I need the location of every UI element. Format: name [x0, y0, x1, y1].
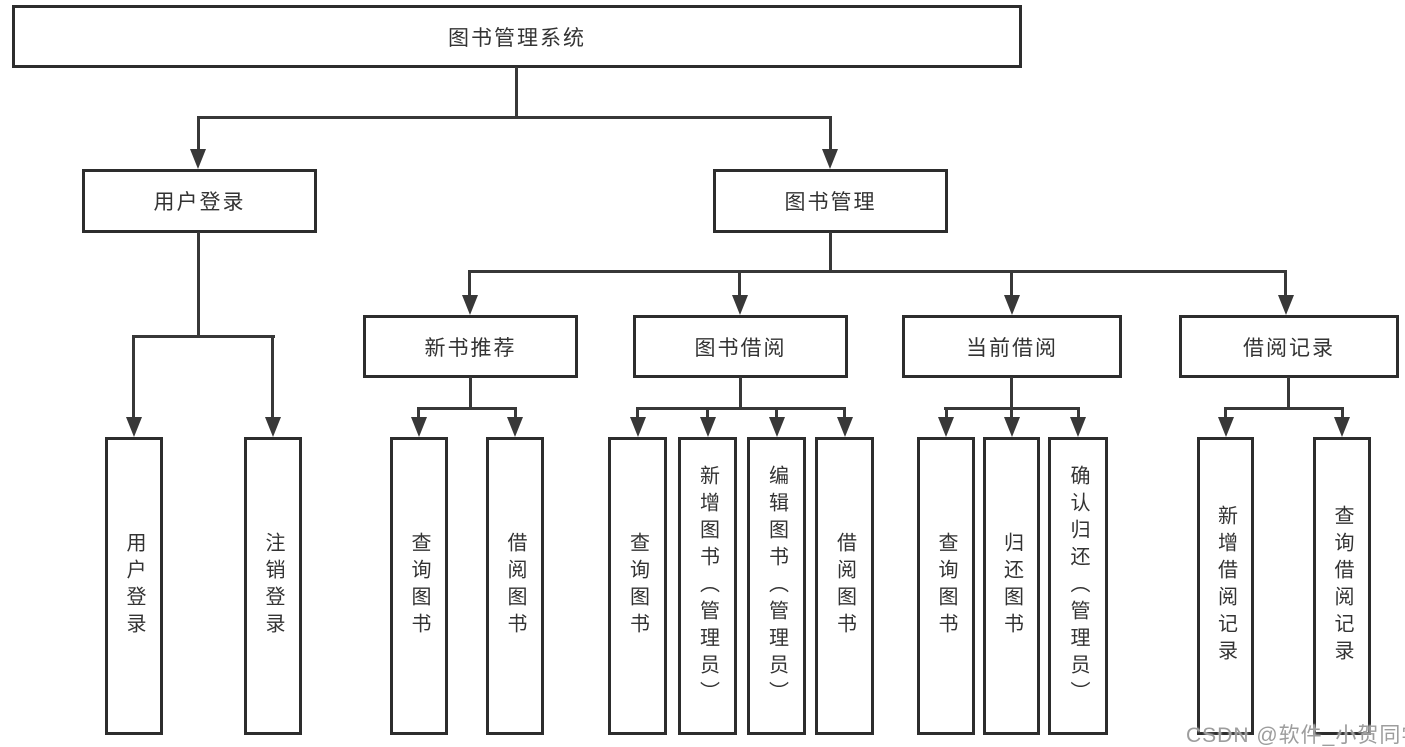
csdn-watermark: CSDN @软件_小贺同学 — [1186, 724, 1405, 747]
leaf-add-book-admin: 新增图书（管理员） — [678, 437, 737, 735]
leaf-return-books: 归还图书 — [983, 437, 1040, 735]
connector-line — [1010, 407, 1013, 421]
leaf-query-books-current: 查询图书 — [917, 437, 975, 735]
leaf-label: 新增借阅记录 — [1214, 505, 1237, 667]
arrow-down-icon — [769, 417, 785, 437]
connector-line — [197, 116, 832, 119]
leaf-query-books-borrowing: 查询图书 — [608, 437, 667, 735]
leaf-label: 借阅图书 — [833, 532, 856, 640]
arrow-down-icon — [630, 417, 646, 437]
leaf-label: 借阅图书 — [504, 532, 526, 640]
node-borrowing-records: 借阅记录 — [1179, 315, 1399, 378]
leaf-query-books-recommend: 查询图书 — [390, 437, 448, 735]
leaf-label: 查询图书 — [935, 532, 957, 640]
connector-line — [945, 407, 948, 421]
connector-line — [468, 270, 1287, 273]
leaf-label: 用户登录 — [123, 532, 145, 640]
arrow-down-icon — [1218, 417, 1234, 437]
arrow-down-icon — [732, 295, 748, 315]
leaf-user-login: 用户登录 — [105, 437, 163, 735]
leaf-label: 注销登录 — [262, 532, 284, 640]
connector-line — [636, 407, 639, 421]
connector-line — [706, 407, 709, 421]
connector-line — [417, 407, 517, 410]
arrow-down-icon — [837, 417, 853, 437]
leaf-edit-book-admin: 编辑图书（管理员） — [747, 437, 806, 735]
arrow-down-icon — [938, 417, 954, 437]
connector-line — [829, 232, 832, 272]
node-label: 新书推荐 — [424, 336, 517, 360]
node-label: 借阅记录 — [1243, 336, 1335, 360]
connector-line — [1224, 407, 1344, 410]
leaf-label: 查询借阅记录 — [1331, 505, 1353, 667]
connector-line — [739, 377, 742, 409]
connector-line — [132, 335, 275, 338]
arrow-down-icon — [1004, 295, 1020, 315]
node-label: 图书管理系统 — [448, 26, 586, 50]
node-new-book-recommend: 新书推荐 — [363, 315, 578, 378]
node-library-management-system: 图书管理系统 — [12, 5, 1022, 68]
connector-line — [271, 335, 274, 420]
connector-line — [829, 116, 832, 153]
arrow-down-icon — [126, 417, 142, 437]
connector-line — [514, 407, 517, 421]
node-book-borrowing: 图书借阅 — [633, 315, 848, 378]
arrow-down-icon — [700, 417, 716, 437]
connector-line — [636, 407, 846, 410]
connector-line — [1284, 270, 1287, 298]
leaf-label: 归还图书 — [1000, 532, 1023, 640]
arrow-down-icon — [462, 295, 478, 315]
connector-line — [132, 335, 135, 420]
node-label: 用户登录 — [153, 191, 246, 214]
connector-line — [1224, 407, 1227, 421]
leaf-label: 查询图书 — [626, 532, 649, 640]
connector-line — [469, 377, 472, 409]
arrow-down-icon — [1070, 417, 1086, 437]
arrow-down-icon — [822, 149, 838, 169]
connector-line — [738, 270, 741, 298]
arrow-down-icon — [265, 417, 281, 437]
node-label: 当前借阅 — [966, 336, 1058, 360]
connector-line — [197, 232, 200, 336]
connector-line — [1287, 377, 1290, 409]
leaf-confirm-return-admin: 确认归还（管理员） — [1048, 437, 1108, 735]
connector-line — [775, 407, 778, 421]
leaf-logout: 注销登录 — [244, 437, 302, 735]
leaf-borrow-books-recommend: 借阅图书 — [486, 437, 544, 735]
connector-line — [1077, 407, 1080, 421]
arrow-down-icon — [190, 149, 206, 169]
connector-line — [515, 67, 518, 117]
leaf-label: 新增图书（管理员） — [696, 464, 719, 708]
arrow-down-icon — [1334, 417, 1350, 437]
node-label: 图书管理 — [784, 191, 877, 214]
connector-line — [1341, 407, 1344, 421]
node-label: 图书借阅 — [694, 336, 787, 360]
arrow-down-icon — [1278, 295, 1294, 315]
node-current-borrowing: 当前借阅 — [902, 315, 1122, 378]
leaf-query-borrow-record: 查询借阅记录 — [1313, 437, 1371, 735]
node-book-management: 图书管理 — [713, 169, 948, 233]
arrow-down-icon — [1004, 417, 1020, 437]
connector-line — [1010, 270, 1013, 298]
connector-line — [843, 407, 846, 421]
leaf-label: 确认归还（管理员） — [1067, 464, 1089, 708]
leaf-borrow-books: 借阅图书 — [815, 437, 874, 735]
leaf-label: 查询图书 — [408, 532, 430, 640]
connector-line — [1010, 377, 1013, 409]
arrow-down-icon — [411, 417, 427, 437]
connector-line — [417, 407, 420, 421]
leaf-label: 编辑图书（管理员） — [765, 464, 788, 708]
connector-line — [197, 116, 200, 153]
leaf-add-borrow-record: 新增借阅记录 — [1197, 437, 1254, 735]
connector-line — [468, 270, 471, 298]
node-user-login: 用户登录 — [82, 169, 317, 233]
arrow-down-icon — [507, 417, 523, 437]
